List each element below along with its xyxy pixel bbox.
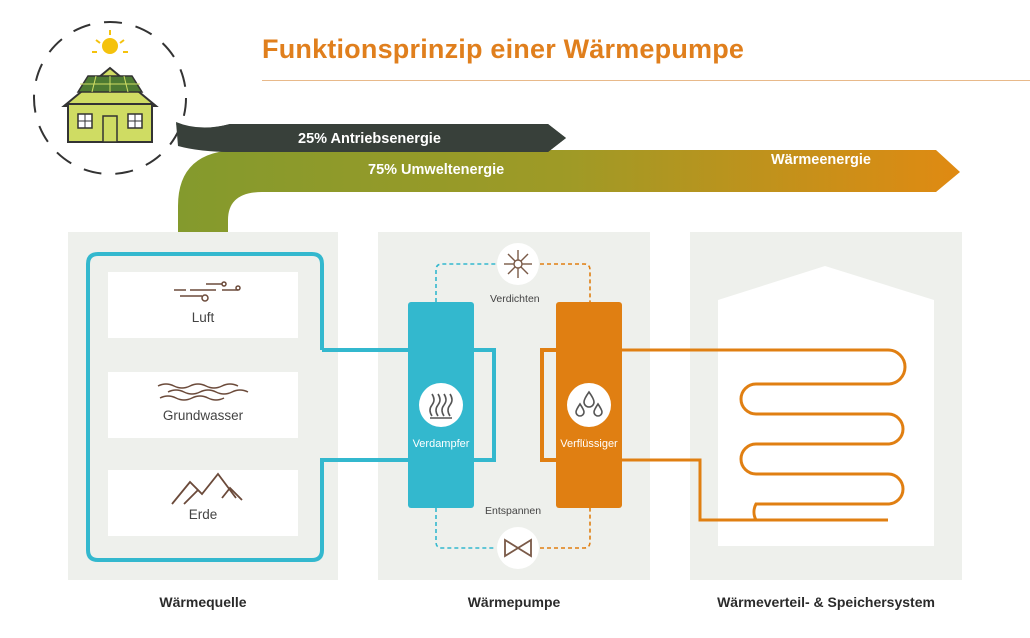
sun-icon xyxy=(92,30,128,54)
compress-line-orange xyxy=(540,263,591,302)
house-badge xyxy=(33,21,187,175)
distribution-house xyxy=(718,266,934,546)
source-card-luft xyxy=(108,272,298,338)
expand-label: Entspannen xyxy=(485,505,542,517)
heat-waves-icon xyxy=(429,393,453,419)
water-waves-icon xyxy=(157,383,249,401)
expand-line-blue xyxy=(435,508,496,549)
fan-compressor-icon xyxy=(504,250,532,278)
footer-pump: Wärmepumpe xyxy=(467,594,561,610)
heat-energy-label: Wärmeenergie xyxy=(771,152,871,168)
source-card-erde xyxy=(108,470,298,536)
wind-icon xyxy=(174,281,241,302)
page-title: Funktionsprinzip einer Wärmepumpe xyxy=(262,34,745,64)
environment-energy-label: 75% Umweltenergie xyxy=(368,162,505,178)
evaporator-label: Verdampfer xyxy=(412,438,470,450)
compress-label: Verdichten xyxy=(490,293,540,305)
expansion-valve-icon xyxy=(504,538,532,558)
droplets-icon xyxy=(575,390,603,417)
drive-energy-label: 25% Antriebsenergie xyxy=(298,131,441,147)
expand-line-orange xyxy=(540,508,591,549)
floor-heating-pipe xyxy=(622,348,907,522)
source-label-erde: Erde xyxy=(188,507,218,522)
footer-distribution: Wärmeverteil- & Speichersystem xyxy=(717,594,935,610)
house-icon xyxy=(61,66,159,143)
condenser-pipe xyxy=(540,348,560,462)
compress-line-blue xyxy=(435,263,496,302)
mountains-icon xyxy=(171,472,243,505)
source-label-luft: Luft xyxy=(191,310,215,325)
energy-flow-arrow xyxy=(178,150,960,232)
source-pipe xyxy=(86,252,408,562)
source-card-grundwasser xyxy=(108,372,298,438)
condenser-label: Verflüssiger xyxy=(560,438,618,450)
footer-source: Wärmequelle xyxy=(159,594,247,610)
title-divider xyxy=(262,80,1030,81)
evaporator-pipe xyxy=(472,348,496,462)
drive-energy-arrow xyxy=(176,122,566,152)
source-label-grundwasser: Grundwasser xyxy=(162,408,244,423)
